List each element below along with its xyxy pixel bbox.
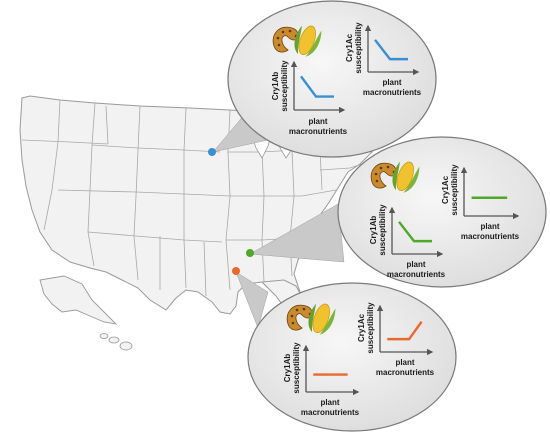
chart-cry1ab-south: Cry1Ab susceptibility plant macronutrien… bbox=[283, 342, 360, 417]
chart-cry1ac-middle: Cry1Ac susceptibility plant macronutrien… bbox=[441, 164, 520, 241]
x-label-line1: plant bbox=[395, 358, 414, 367]
trend-line bbox=[300, 75, 334, 98]
caterpillar-icon bbox=[286, 304, 313, 331]
y-label-name: Cry1Ab bbox=[271, 72, 280, 101]
trend-line bbox=[398, 221, 432, 243]
corn-cob-icon bbox=[294, 25, 322, 57]
x-label-line2: macronutrients bbox=[363, 88, 422, 97]
x-label-line2: macronutrients bbox=[376, 368, 435, 377]
x-label-line1: plant bbox=[320, 398, 339, 407]
callout-cone-middle bbox=[249, 203, 345, 263]
x-label-line2: macronutrients bbox=[289, 127, 348, 136]
trend-line bbox=[387, 320, 423, 341]
hawaii bbox=[99, 333, 133, 351]
x-label-line2: macronutrients bbox=[301, 408, 360, 417]
callout-cone-south bbox=[235, 271, 269, 329]
y-label-quantity: susceptibility bbox=[280, 60, 289, 112]
y-label-name: Cry1Ac bbox=[357, 313, 366, 342]
bubble-south: Cry1Ab susceptibility plant macronutrien… bbox=[247, 282, 457, 432]
bubble-north: Cry1Ab susceptibility plant macronutrien… bbox=[227, 0, 437, 158]
x-label-line1: plant bbox=[308, 117, 327, 126]
x-label-line1: plant bbox=[406, 260, 425, 269]
y-label-name: Cry1Ac bbox=[441, 175, 450, 204]
x-label-line2: macronutrients bbox=[387, 270, 446, 279]
site-dot-north bbox=[208, 148, 216, 156]
alaska bbox=[39, 275, 118, 325]
x-label-line2: macronutrients bbox=[461, 232, 520, 241]
bubble-middle: Cry1Ab susceptibility plant macronutrien… bbox=[337, 136, 547, 288]
x-label-line1: plant bbox=[382, 78, 401, 87]
y-label-quantity: susceptibility bbox=[292, 342, 301, 394]
y-label-name: Cry1Ac bbox=[345, 33, 354, 62]
bubble-south-background bbox=[247, 282, 457, 432]
bubble-middle-background bbox=[337, 136, 547, 288]
site-dot-middle bbox=[246, 249, 254, 257]
chart-cry1ab-middle: Cry1Ab susceptibility plant macronutrien… bbox=[369, 204, 446, 279]
caterpillar-icon bbox=[272, 26, 299, 53]
trend-line bbox=[374, 39, 408, 61]
chart-cry1ac-north: Cry1Ac susceptibility plant macronutrien… bbox=[345, 22, 422, 97]
y-label-quantity: susceptibility bbox=[366, 302, 375, 354]
y-label-quantity: susceptibility bbox=[378, 204, 387, 256]
corn-cob-icon bbox=[308, 303, 336, 335]
x-label-line1: plant bbox=[480, 222, 499, 231]
y-label-name: Cry1Ab bbox=[283, 354, 292, 383]
y-label-quantity: susceptibility bbox=[354, 22, 363, 74]
y-label-quantity: susceptibility bbox=[450, 164, 459, 216]
corn-cob-icon bbox=[392, 161, 420, 193]
chart-cry1ab-north: Cry1Ab susceptibility plant macronutrien… bbox=[271, 60, 348, 136]
site-dot-south bbox=[232, 267, 240, 275]
chart-cry1ac-south: Cry1Ac susceptibility plant macronutrien… bbox=[357, 302, 435, 377]
y-label-name: Cry1Ab bbox=[369, 216, 378, 245]
